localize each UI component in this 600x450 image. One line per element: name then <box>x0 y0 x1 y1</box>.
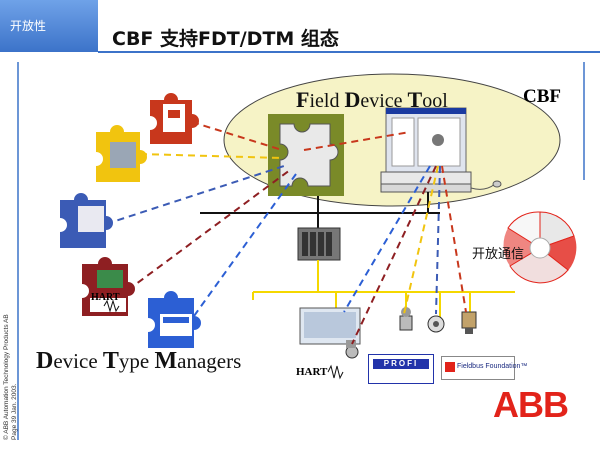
profibus-badge-label: PROFI <box>373 359 429 369</box>
dtm-label: Device Type Managers <box>36 348 242 374</box>
dtm-arrows <box>105 121 467 345</box>
fdt-frame-puzzle <box>268 114 344 196</box>
puzzle-piece-red <box>150 93 199 144</box>
hart-label-small: HART <box>91 292 120 303</box>
fieldbus-foundation-label: Fieldbus Foundation™ <box>457 363 528 370</box>
windows-protocol-wheel-icon <box>503 211 577 284</box>
puzzle-piece-yellow <box>96 125 147 182</box>
abb-logo: ABB <box>493 384 569 425</box>
section-tab: 开放性 <box>0 0 98 52</box>
cbf-label: CBF <box>523 86 561 107</box>
title-underline <box>98 51 600 53</box>
page-text: Page 39 Jan. 2003. <box>11 383 18 440</box>
side-footer: © ABB Automation Technology Products AB … <box>3 314 19 440</box>
slide-title: CBF 支持FDT/DTM 组态 <box>112 28 339 50</box>
fieldbus-foundation-badge: Fieldbus Foundation™ <box>441 356 527 380</box>
copyright-text: © ABB Automation Technology Products AB <box>3 314 10 440</box>
field-device-3 <box>427 315 445 333</box>
puzzle-piece-blue <box>60 193 113 248</box>
hart-waveform-icon <box>327 364 344 380</box>
hart-label: HART <box>296 366 328 378</box>
field-device-1 <box>345 340 359 359</box>
field-device-4 <box>461 311 477 334</box>
field-device-2 <box>399 307 413 331</box>
section-tab-label: 开放性 <box>10 19 47 33</box>
hart-waveform-icon-small <box>103 299 120 313</box>
puzzle-piece-blue2 <box>148 291 201 348</box>
controller-rack-icon <box>297 227 341 261</box>
computer-icon <box>380 107 502 193</box>
remote-io-rack <box>299 307 361 345</box>
ff-logo-icon <box>445 362 455 372</box>
fdt-label: Field Device Tool <box>296 87 448 112</box>
profibus-badge: PROFI <box>368 354 434 384</box>
open-communication-label: 开放通信 <box>472 247 525 262</box>
